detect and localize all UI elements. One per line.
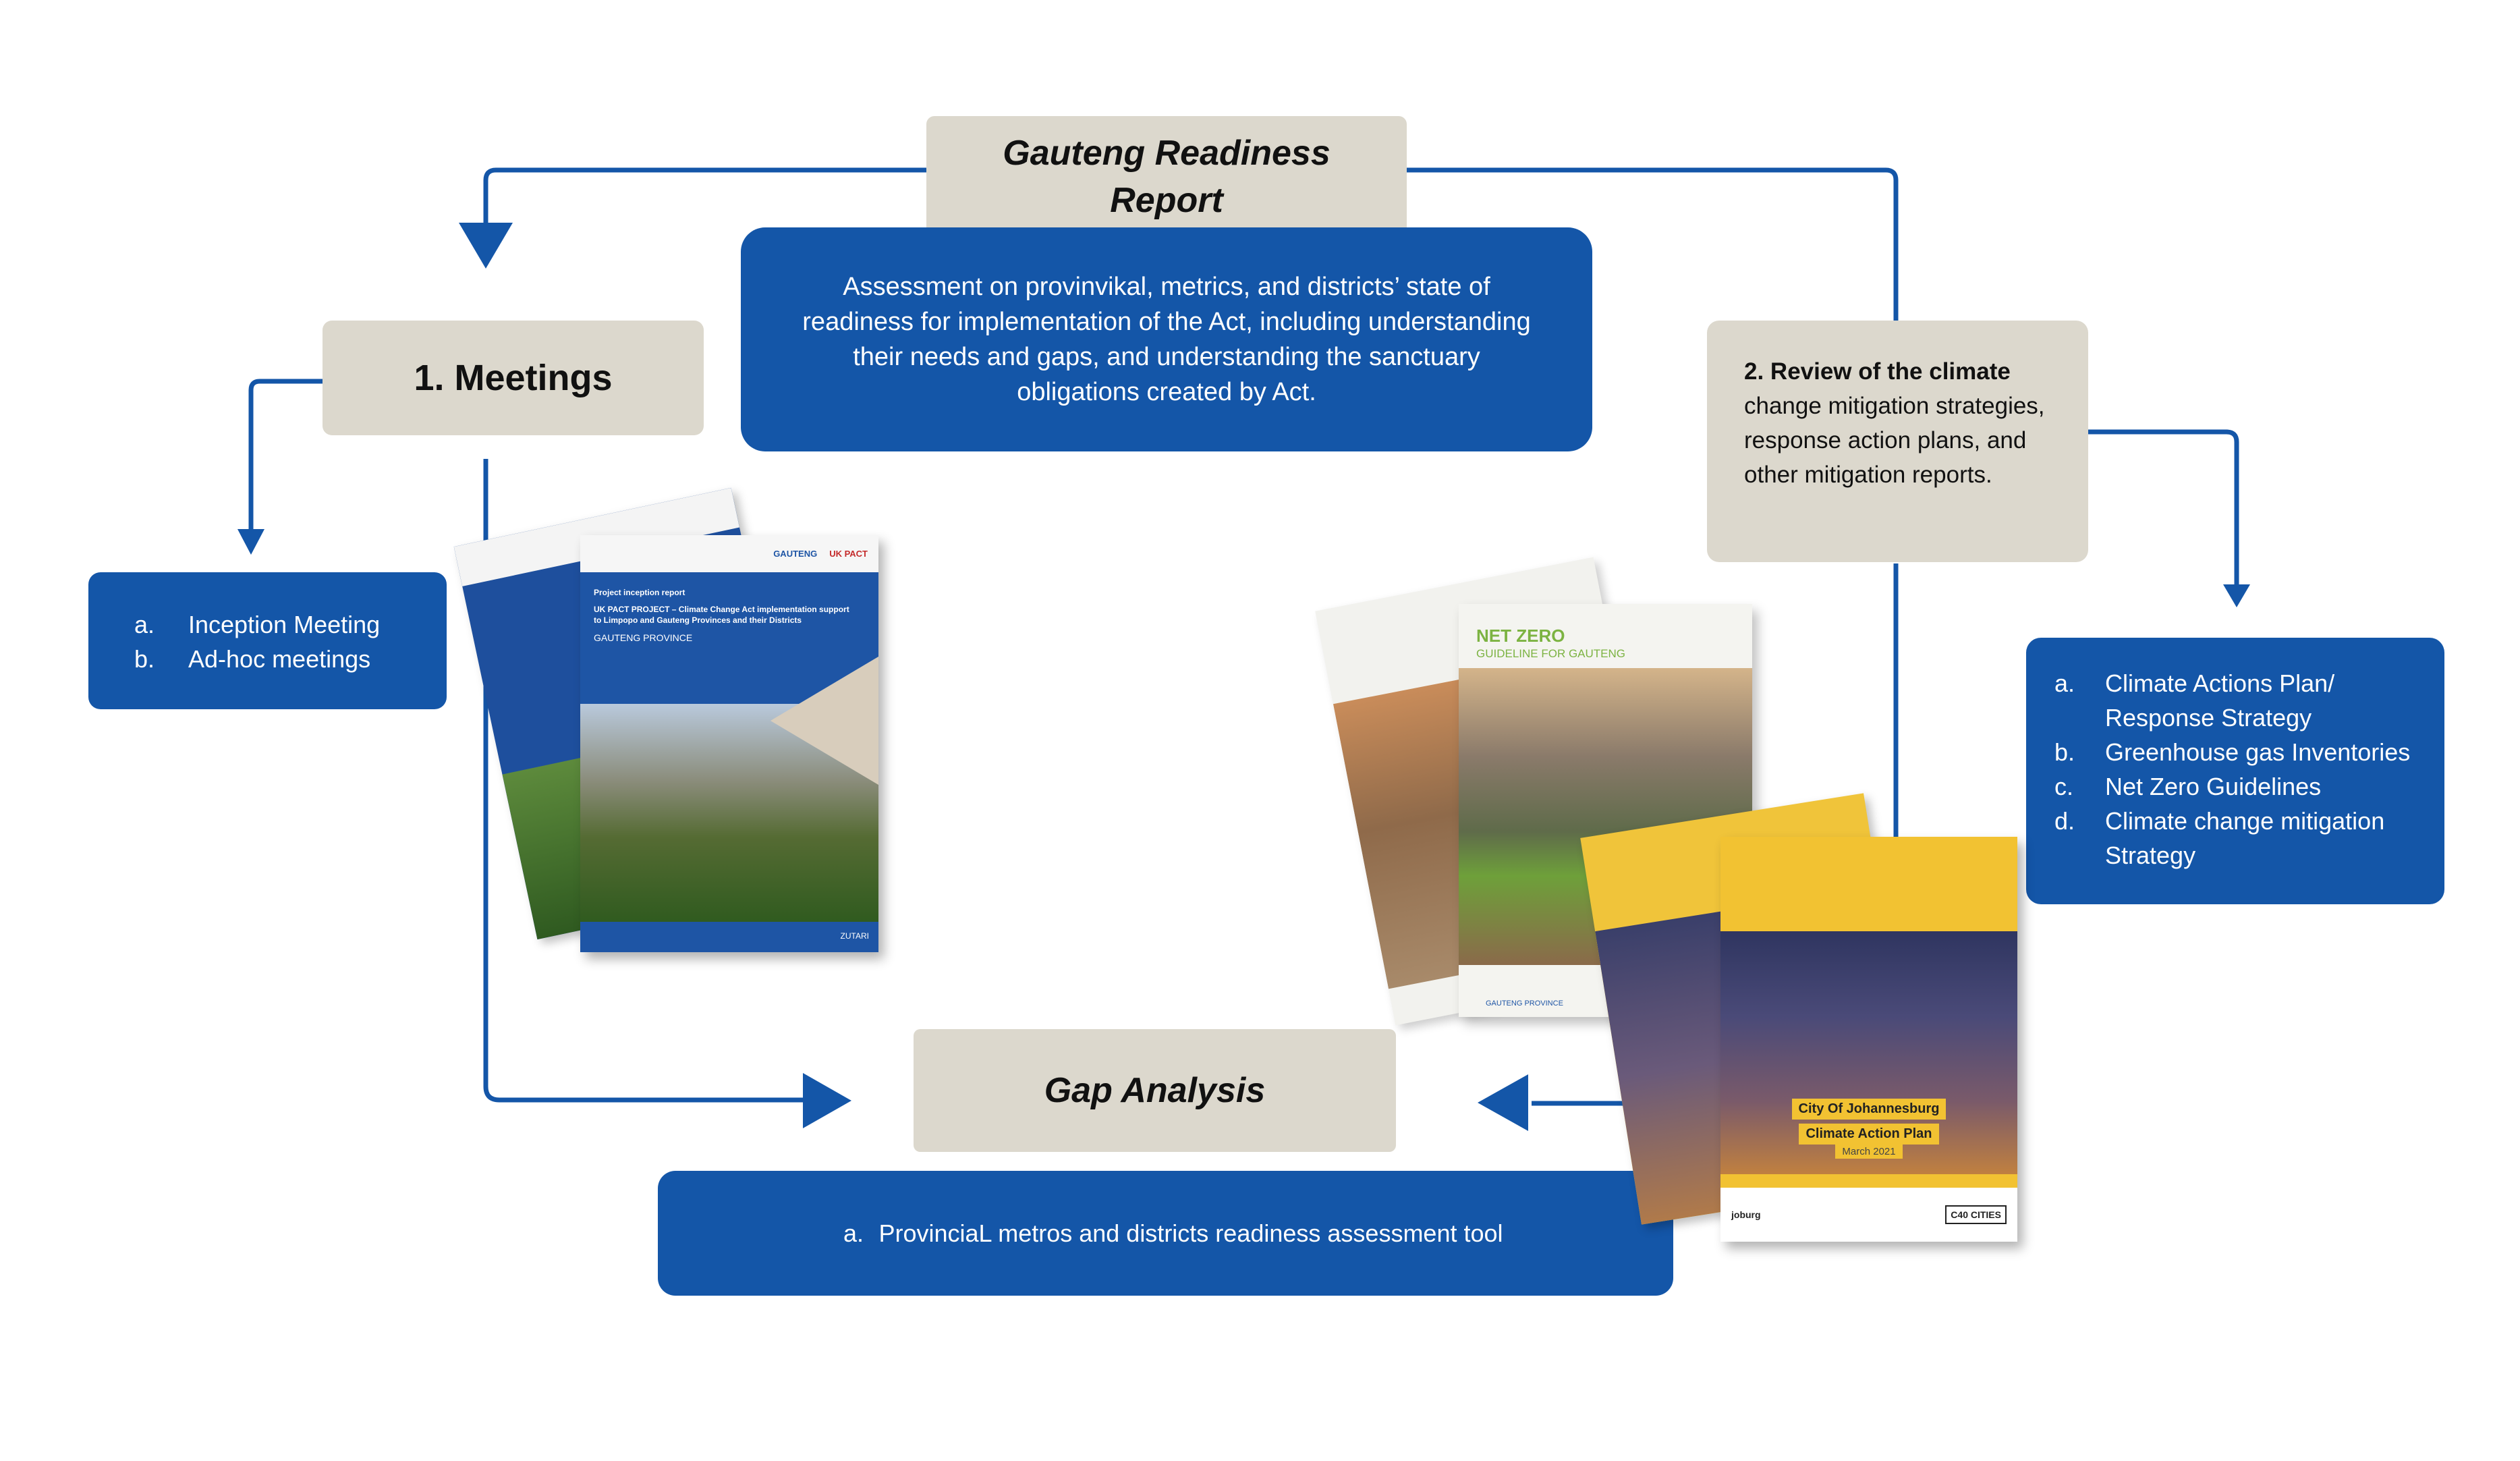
inception-report-cover: GAUTENG UK PACT Project inception report… [580, 535, 878, 952]
gap-list: a.ProvinciaL metros and districts readin… [828, 1216, 1503, 1250]
list-item: b.Ad-hoc meetings [134, 645, 371, 673]
review-list: a.Climate Actions Plan/ Response Strateg… [2054, 666, 2438, 873]
list-item: d.Climate change mitigation Strategy [2054, 807, 2385, 869]
arrowhead-gap-left [803, 1073, 851, 1128]
decor-triangle [771, 657, 878, 785]
arrowhead-meetings-list [237, 529, 264, 555]
review-title: 2. Review of the climate [1744, 358, 2011, 385]
review-list-box: a.Climate Actions Plan/ Response Strateg… [2026, 638, 2444, 904]
net-zero-footer: GAUTENG PROVINCE [1486, 999, 1563, 1008]
joburg-logo: joburg [1731, 1209, 1761, 1220]
report-description: Assessment on provinvikal, metrics, and … [802, 273, 1531, 406]
list-item: a.Inception Meeting [134, 611, 381, 638]
review-box: 2. Review of the climate change mitigati… [1707, 321, 2088, 562]
arrowhead-review-list [2223, 584, 2250, 607]
meetings-title-box: 1. Meetings [323, 321, 704, 435]
inception-title: UK PACT PROJECT – Climate Change Act imp… [594, 605, 849, 625]
meetings-list: a.Inception Meeting b.Ad-hoc meetings [134, 607, 447, 676]
list-item: a.ProvinciaL metros and districts readin… [843, 1219, 1503, 1247]
inception-subtitle: GAUTENG PROVINCE [594, 632, 693, 643]
review-body: change mitigation strategies, response a… [1744, 393, 2045, 488]
list-item: a.Climate Actions Plan/ Response Strateg… [2054, 669, 2335, 732]
list-item: b.Greenhouse gas Inventories [2054, 738, 2411, 766]
connector-review-to-list [2088, 429, 2239, 587]
net-zero-title: NET ZERO [1476, 626, 1565, 646]
gap-list-box: a.ProvinciaL metros and districts readin… [658, 1171, 1673, 1296]
joburg-line2: Climate Action Plan [1799, 1124, 1939, 1145]
connector-report-to-review [1405, 167, 1899, 321]
joburg-plan-cover: City Of Johannesburg Climate Action Plan… [1720, 837, 2017, 1242]
gap-title: Gap Analysis [1044, 1071, 1266, 1110]
inception-kicker: Project inception report [594, 588, 685, 597]
arrowhead-meetings [459, 223, 513, 269]
arrowhead-gap-right [1478, 1074, 1528, 1131]
inception-footer: ZUTARI [580, 922, 878, 952]
meetings-list-box: a.Inception Meeting b.Ad-hoc meetings [88, 572, 447, 709]
joburg-date: March 2021 [1835, 1145, 1903, 1159]
gap-title-box: Gap Analysis [914, 1029, 1396, 1152]
connector-meetings-to-gap [483, 459, 810, 1103]
net-zero-subtitle: GUIDELINE FOR GAUTENG [1476, 647, 1626, 660]
connector-meetings-to-list [248, 379, 323, 533]
report-description-box: Assessment on provinvikal, metrics, and … [741, 227, 1592, 451]
joburg-line1: City Of Johannesburg [1791, 1099, 1947, 1120]
c40-logo: C40 CITIES [1945, 1205, 2007, 1224]
report-title: Gauteng Readiness Report [1003, 134, 1331, 220]
inception-brand: GAUTENG [773, 549, 818, 559]
list-item: c.Net Zero Guidelines [2054, 773, 2322, 800]
meetings-title: 1. Meetings [414, 358, 613, 398]
report-title-box: Gauteng Readiness Report [926, 116, 1407, 238]
connector-report-to-meetings [483, 167, 928, 233]
inception-partner: UK PACT [829, 549, 868, 559]
